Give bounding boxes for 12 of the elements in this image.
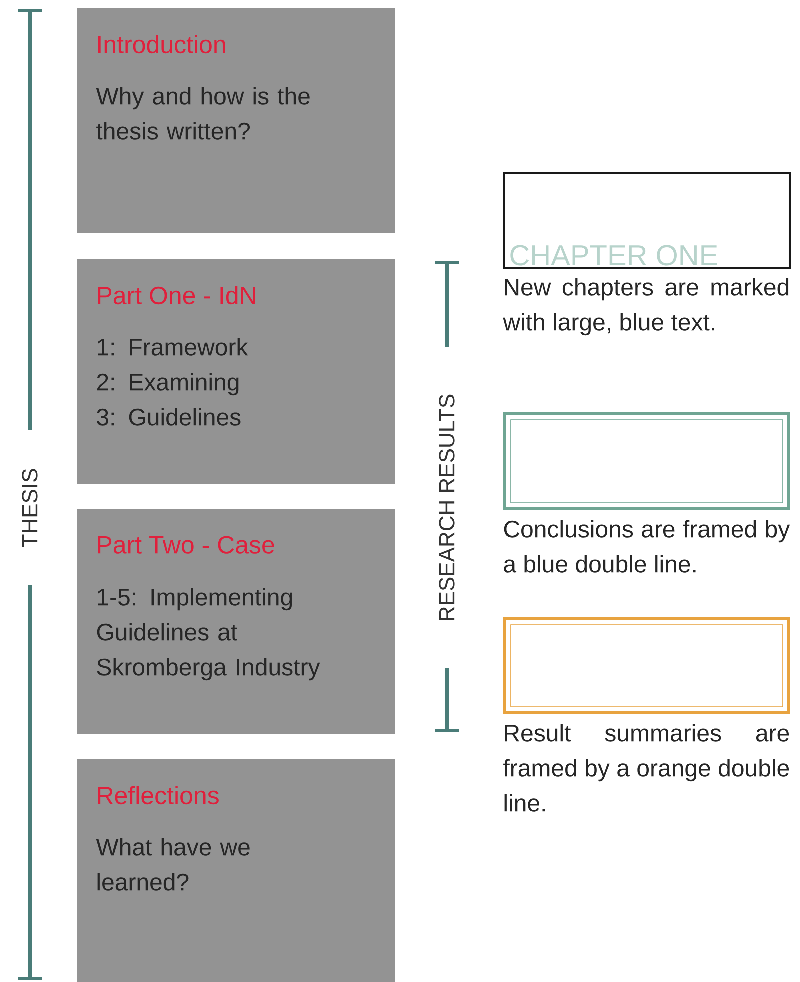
caption-text: Result summaries are framed by a orange double line. — [504, 724, 790, 812]
section-box: Introduction Why and how is the thesis written? — [77, 8, 396, 234]
double-frame — [504, 618, 790, 714]
section-box: Reflections What have we learned? — [77, 759, 396, 982]
double-frame — [504, 412, 790, 510]
chapter-heading-box: CHAPTER ONE — [503, 172, 791, 269]
caption-text: Conclusions are framed by a blue double line. — [504, 520, 790, 573]
section-box: Part One - IdN 1: Framework 2: Examining 3: Guidelines — [77, 259, 396, 484]
section-box: Part Two - Case 1-5: Implementing Guidelines at Skromberga Industry — [77, 509, 396, 734]
caption-text: New chapters are marked with large, blue text. — [503, 278, 789, 336]
bracket-label: THESIS — [22, 469, 38, 548]
bracket-label: RESEARCH RESULTS — [439, 394, 455, 620]
